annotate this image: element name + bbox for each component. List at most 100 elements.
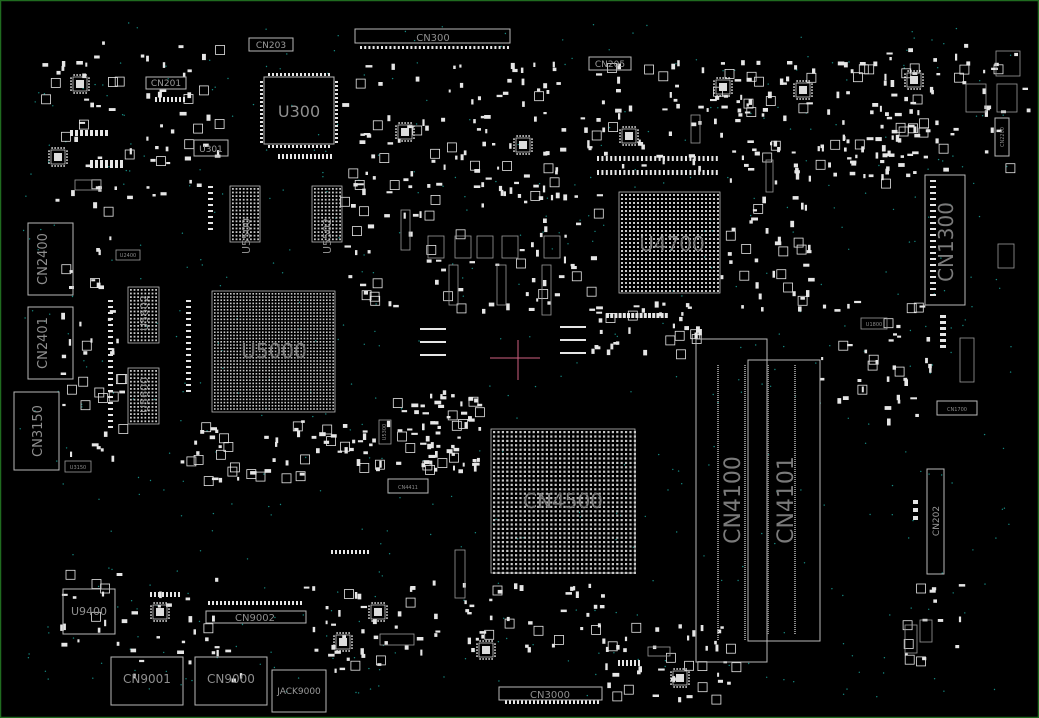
- u300-pins: [260, 73, 338, 148]
- cn2401-label: CN2401: [36, 317, 51, 369]
- bga-cn4500: [490, 428, 636, 574]
- chip-u4700[interactable]: U4700: [639, 232, 705, 256]
- u5000-label: U5000: [241, 339, 307, 363]
- chip-u5600[interactable]: U5600: [138, 377, 151, 413]
- connector-cn3000[interactable]: CN3000: [498, 686, 603, 701]
- smd-zone-9: [589, 301, 702, 360]
- top-left-pads: [70, 130, 108, 136]
- cn9002-pins: [208, 601, 302, 605]
- cn9002-label: CN9002: [235, 613, 275, 624]
- connector-cn3150[interactable]: CN3150: [13, 391, 60, 471]
- mid-bars-2: [560, 326, 586, 354]
- socket-cn4500[interactable]: CN4500: [523, 489, 603, 513]
- jack9000[interactable]: JACK9000: [271, 669, 327, 713]
- cn201-label: CN201: [151, 79, 181, 89]
- u4700-bottom-pads: [606, 313, 668, 318]
- connector-cn2400[interactable]: CN2400: [27, 222, 74, 296]
- tiny-labels: U2400 U3150 U1800 U5300: [70, 253, 882, 471]
- u9400-label: U9400: [71, 605, 107, 618]
- connector-cn9001[interactable]: CN9001: [110, 656, 184, 706]
- jack9000-label: JACK9000: [276, 687, 321, 697]
- connector-cn201[interactable]: CN201: [145, 76, 187, 90]
- u300-label: U300: [278, 102, 320, 121]
- qfn-chip-4: [619, 126, 639, 146]
- qfn-chip-8: [150, 602, 170, 622]
- chip-u5502[interactable]: U5502: [321, 218, 334, 254]
- connector-cn205[interactable]: CN205: [588, 56, 632, 71]
- qfn-chip-5: [904, 70, 924, 90]
- qfn-chip-9: [476, 640, 496, 660]
- connector-cn9002[interactable]: CN9002: [205, 610, 307, 624]
- connector-cn9000[interactable]: CN9000: [194, 656, 268, 706]
- chip-u9400[interactable]: U9400: [62, 588, 116, 635]
- right-pads: [940, 315, 946, 348]
- u301-label: U301: [199, 145, 223, 155]
- bottom-row-pads: [331, 550, 369, 554]
- chip-u301[interactable]: U301: [193, 139, 229, 157]
- u5500-label: U5500: [240, 218, 253, 254]
- connector-cn1300[interactable]: CN1300: [924, 174, 966, 306]
- connector-cn2401[interactable]: CN2401: [27, 306, 74, 380]
- smd-zone-5: [720, 180, 815, 312]
- chip-u5500[interactable]: U5500: [240, 218, 253, 254]
- cn9001-label: CN9001: [123, 672, 171, 686]
- u5502-label: U5502: [321, 218, 334, 254]
- u4700-top-pads: [597, 156, 718, 161]
- connector-cn1700[interactable]: CN1700: [936, 400, 978, 416]
- smd-zone-15: [602, 622, 742, 705]
- connector-cn300[interactable]: CN300: [354, 28, 511, 44]
- qfn-chip-1: [48, 147, 68, 167]
- cn1700-label: CN1700: [947, 407, 967, 413]
- cn2200-label: CN2200: [1000, 127, 1006, 147]
- u4700-label: U4700: [639, 232, 705, 256]
- qfn-chip-2: [395, 122, 415, 142]
- bga-u4700: [618, 191, 721, 294]
- connector-cn2200[interactable]: CN2200: [994, 117, 1010, 157]
- bga-u5600: [127, 367, 160, 425]
- u4700-top-pads-2: [597, 170, 718, 175]
- qfn-chip-12: [793, 80, 813, 100]
- chip-u300[interactable]: U300: [263, 76, 335, 145]
- pad-layer: [41, 41, 1031, 705]
- cn205-label: CN205: [595, 60, 625, 70]
- qfn-chip-6: [333, 632, 353, 652]
- connector-cn4411[interactable]: CN4411: [387, 478, 429, 494]
- connector-cn202[interactable]: CN202: [926, 468, 945, 575]
- cn3000-pins: [505, 700, 599, 704]
- connector-cn4100[interactable]: CN4100: [695, 338, 768, 663]
- u9400-side-pads: [150, 592, 180, 597]
- connector-cn203[interactable]: CN203: [248, 37, 294, 52]
- qfn-chip-3: [513, 135, 533, 155]
- smd-zone-18: [902, 583, 966, 667]
- cn4100-label: CN4100: [721, 456, 746, 544]
- via-layer: [19, 22, 1012, 698]
- cn1300-pins: [930, 180, 936, 296]
- bga-u5602: [127, 286, 160, 344]
- left-column-pads-2: [186, 300, 191, 392]
- smd-zone-14: [462, 583, 618, 653]
- qfn-chip-11: [713, 77, 733, 97]
- smd-zone-8: [180, 420, 376, 487]
- chip-u5000[interactable]: U5000: [241, 339, 307, 363]
- mid-bars: [420, 328, 446, 356]
- qfn-chip-7: [368, 602, 388, 622]
- cn202-side-pads: [913, 500, 918, 520]
- bga-layer: [127, 185, 721, 574]
- cn300-pins: [360, 46, 509, 49]
- cn3000-label: CN3000: [530, 690, 570, 701]
- u5300-label: U5300: [382, 424, 388, 440]
- cn3150-label: CN3150: [31, 405, 46, 457]
- left-resistors: [208, 186, 213, 230]
- smd-zone-17: [842, 120, 909, 189]
- qfn-chip-10: [670, 668, 690, 688]
- chip-u5602[interactable]: U5602: [138, 295, 151, 331]
- left-column-pads: [108, 300, 113, 428]
- u300-bottom-pads: [278, 154, 332, 159]
- connector-cn4101[interactable]: CN4101: [747, 359, 821, 642]
- smd-zone-11: [820, 300, 932, 426]
- smd-zone-13: [303, 580, 441, 673]
- smd-zone-12: [60, 569, 243, 683]
- smd-zone-4: [340, 179, 604, 314]
- cn300-label: CN300: [416, 33, 450, 44]
